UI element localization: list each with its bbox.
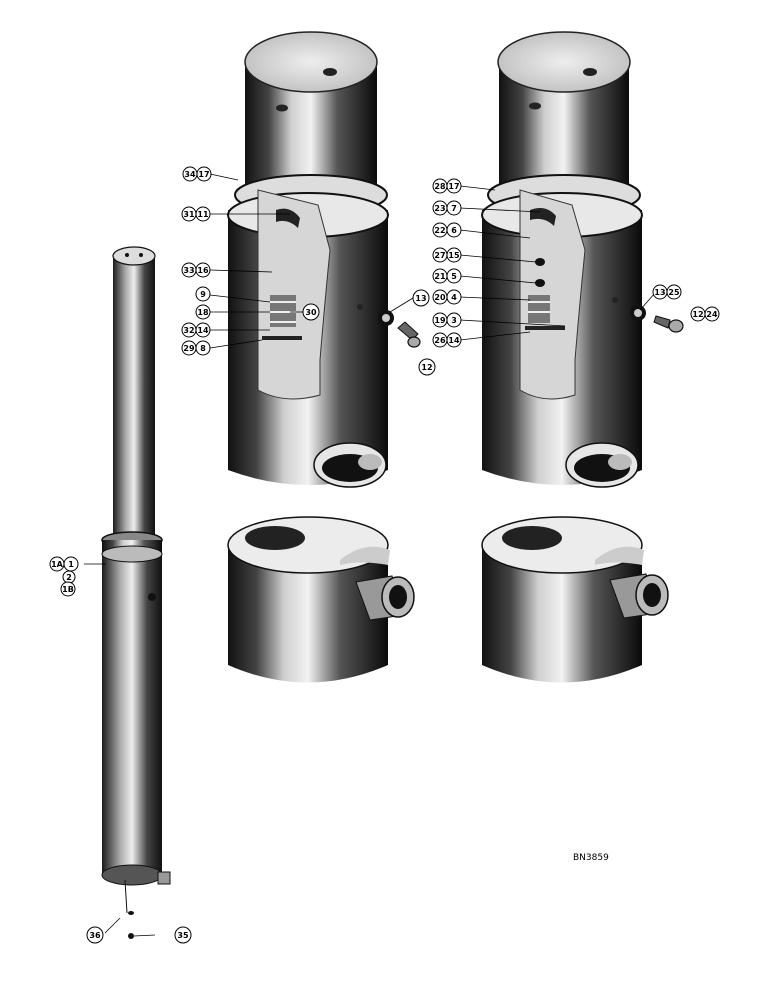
callout-26: 26: [434, 336, 446, 345]
callout-14b: 14: [448, 336, 460, 345]
callout-29: 29: [183, 344, 195, 353]
callout-23: 23: [434, 204, 445, 213]
left-lower-cylinder: [227, 516, 415, 683]
callouts-rod-bottom: 36 35: [86, 926, 192, 944]
left-port-fitting: [378, 310, 421, 348]
leader-lines: [84, 173, 656, 937]
callout-17b: 17: [448, 182, 459, 191]
callouts-left-cutaway: 34 17 31 11 33 16 9 18 32 14 29 8 30: [181, 166, 320, 356]
callout-32: 32: [183, 326, 194, 335]
callout-33: 33: [183, 266, 194, 275]
callouts-rod-group: 1A 1 2 1B: [49, 556, 79, 597]
callouts-left-port: 13 12: [412, 289, 436, 376]
callout-30: 30: [305, 308, 317, 317]
callout-31: 31: [183, 210, 195, 219]
callout-20: 20: [434, 293, 446, 302]
piston-rod-assembly: [101, 246, 171, 939]
callout-4: 4: [451, 293, 457, 302]
left-upper-cylinder: [227, 31, 389, 488]
drawing-reference: BN3859: [573, 853, 609, 863]
callout-5: 5: [451, 272, 457, 281]
callouts-right-cutaway: 28 17 23 7 22 6 27 15 21 5 20 4 19 3 26 …: [432, 178, 462, 348]
right-port-fitting: [630, 305, 684, 333]
callout-12: 12: [421, 363, 432, 372]
callout-12b: 12: [692, 310, 703, 319]
callout-25: 25: [668, 288, 680, 297]
callout-19: 19: [434, 316, 446, 325]
callout-3: 3: [451, 316, 457, 325]
callout-28: 28: [434, 182, 446, 191]
callout-7: 7: [451, 204, 457, 213]
callout-21: 21: [434, 272, 446, 281]
callout-1b: 1B: [62, 585, 74, 594]
callout-1: 1: [68, 560, 74, 569]
callout-14: 14: [197, 326, 209, 335]
callout-8: 8: [200, 344, 206, 353]
callout-24: 24: [706, 310, 718, 319]
callout-22: 22: [434, 226, 445, 235]
callout-15: 15: [448, 251, 460, 260]
callout-18: 18: [197, 308, 209, 317]
callout-2: 2: [66, 573, 72, 582]
callout-17: 17: [198, 170, 209, 179]
callout-13: 13: [415, 294, 426, 303]
callout-27: 27: [434, 251, 445, 260]
callout-34: 34: [184, 170, 196, 179]
right-upper-cylinder: [481, 31, 643, 488]
callout-13b: 13: [654, 288, 665, 297]
callout-11: 11: [197, 210, 209, 219]
callout-6: 6: [451, 226, 457, 235]
callout-36: 36: [89, 931, 101, 940]
right-lower-cylinder: [481, 516, 669, 683]
callout-9: 9: [200, 290, 206, 299]
callouts-right-port: 13 25 12 24: [652, 284, 720, 322]
callout-16: 16: [197, 266, 209, 275]
callout-35: 35: [177, 931, 189, 940]
callout-1a: 1A: [51, 560, 64, 569]
